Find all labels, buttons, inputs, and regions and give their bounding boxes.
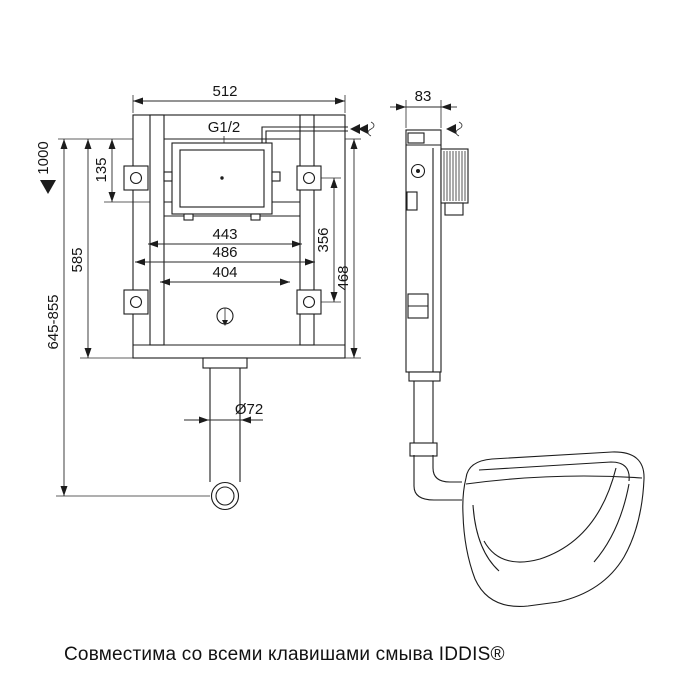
mounting-bracket-top-right	[296, 165, 322, 191]
dim-depth: 83	[415, 88, 432, 105]
dim-install-height-range: 645-855	[45, 294, 62, 349]
mounting-bracket-top-left	[123, 165, 149, 191]
toilet-bowl	[462, 451, 645, 608]
water-supply-symbol-front	[350, 121, 375, 137]
dim-width-443: 443	[212, 226, 237, 243]
dim-height-356: 356	[315, 227, 332, 252]
frame-rail-left	[149, 114, 165, 346]
dim-body-height: 585	[69, 247, 86, 272]
drain-symbol	[216, 307, 234, 326]
side-dimensions: 83	[390, 88, 457, 128]
threaded-inlet	[440, 148, 469, 216]
dim-drain-diameter: Ø72	[235, 401, 263, 418]
cistern-side-outline	[405, 129, 442, 373]
dim-overall-width: 512	[212, 83, 237, 100]
dim-panel-height: 135	[93, 157, 110, 182]
level-mark-triangle-icon	[40, 180, 56, 194]
water-supply-symbol-side	[446, 121, 463, 137]
mounting-bracket-bottom-right	[296, 289, 322, 315]
dim-inlet-thread: G1/2	[208, 119, 241, 136]
front-dimensions: 512 G1/2 135 585 645-855 1000 356 468	[35, 83, 361, 497]
drain-pipe-side	[408, 371, 462, 501]
side-view	[405, 121, 469, 501]
water-supply-line	[261, 126, 348, 143]
mounting-bracket-bottom-left	[123, 289, 149, 315]
dim-level-mark: 1000	[35, 141, 52, 174]
access-panel	[163, 142, 281, 221]
dim-width-404: 404	[212, 264, 237, 281]
compatibility-caption: Совместима со всеми клавишами смыва IDDI…	[64, 644, 505, 665]
front-view	[123, 114, 375, 511]
dim-height-468: 468	[335, 265, 352, 290]
drain-pipe-front	[202, 357, 248, 511]
dim-width-486: 486	[212, 244, 237, 261]
